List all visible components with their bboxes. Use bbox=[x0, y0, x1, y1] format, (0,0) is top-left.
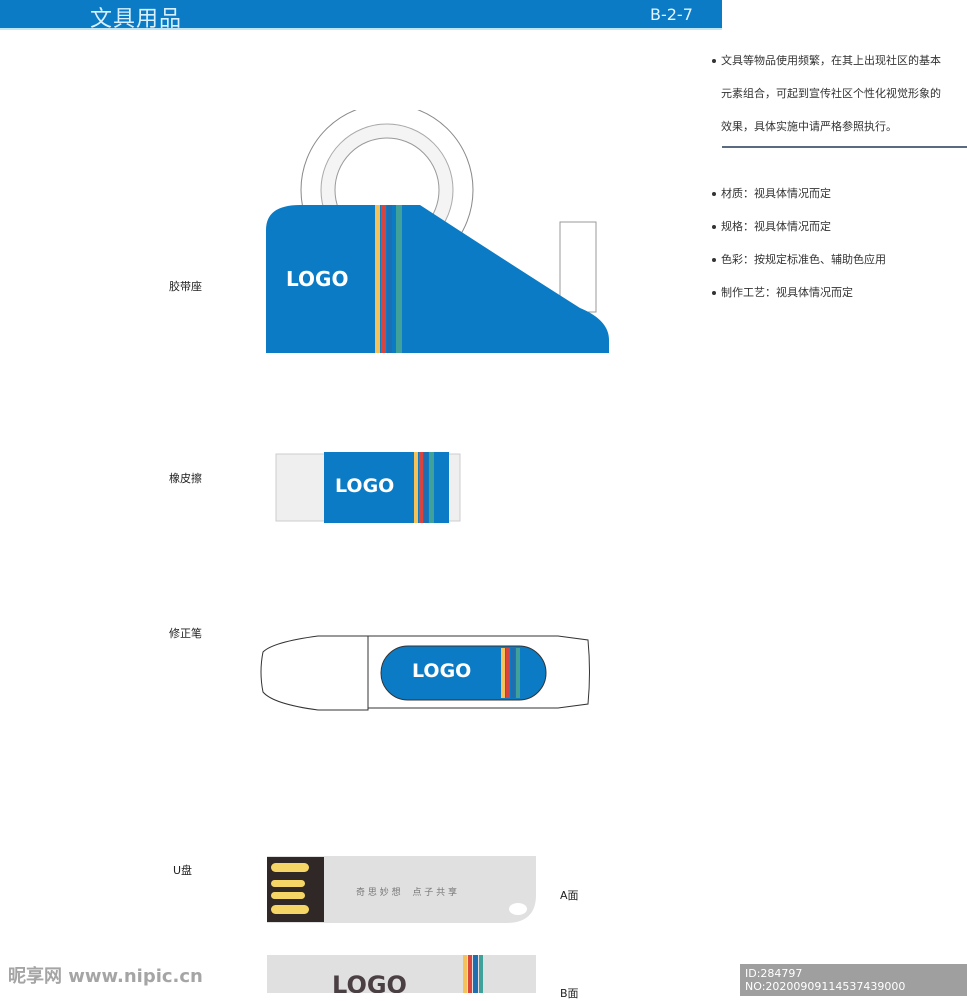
intro-line: 元素组合，可起到宣传社区个性化视觉形象的 bbox=[721, 87, 941, 100]
spec-item: 规格：视具体情况而定 bbox=[721, 220, 831, 233]
tape-dispenser-illustration: LOGO bbox=[266, 110, 609, 353]
spec-item: 材质：视具体情况而定 bbox=[721, 187, 831, 200]
page-code: B-2-7 bbox=[650, 5, 693, 24]
spec-item: 制作工艺：视具体情况而定 bbox=[721, 286, 853, 299]
usb-side-a-illustration bbox=[267, 856, 536, 923]
intro-line: 文具等物品使用频繁，在其上出现社区的基本 bbox=[721, 54, 941, 67]
svg-text:LOGO: LOGO bbox=[412, 660, 471, 682]
logo-text: LOGO bbox=[286, 267, 348, 291]
page-title: 文具用品 bbox=[90, 7, 183, 32]
label-side-a: A面 bbox=[560, 889, 579, 902]
usb-slogan: 奇 思 妙 想 点 子 共 享 bbox=[356, 888, 458, 898]
svg-text:LOGO: LOGO bbox=[335, 475, 394, 497]
label-tape: 胶带座 bbox=[169, 280, 202, 293]
usb-side-b-illustration: LOGO bbox=[267, 955, 536, 993]
watermark-id: ID:284797 NO:20200909114537439000 bbox=[740, 964, 967, 996]
label-corrector: 修正笔 bbox=[169, 627, 202, 640]
label-side-b: B面 bbox=[560, 987, 579, 1000]
eraser-illustration: LOGO bbox=[275, 452, 461, 523]
intro-text: 文具等物品使用频繁，在其上出现社区的基本 元素组合，可起到宣传社区个性化视觉形象… bbox=[712, 44, 941, 143]
spec-item: 色彩：按规定标准色、辅助色应用 bbox=[721, 253, 886, 266]
correction-pen-illustration: LOGO bbox=[260, 635, 590, 711]
label-eraser: 橡皮擦 bbox=[169, 472, 202, 485]
svg-text:LOGO: LOGO bbox=[332, 971, 407, 993]
header-bar bbox=[0, 0, 722, 30]
intro-line: 效果，具体实施中请严格参照执行。 bbox=[721, 120, 897, 133]
watermark-site: 昵享网 www.nipic.cn bbox=[8, 966, 203, 987]
divider bbox=[722, 146, 967, 148]
spec-list: 材质：视具体情况而定 规格：视具体情况而定 色彩：按规定标准色、辅助色应用 制作… bbox=[712, 177, 886, 309]
label-usb: U盘 bbox=[173, 864, 193, 877]
